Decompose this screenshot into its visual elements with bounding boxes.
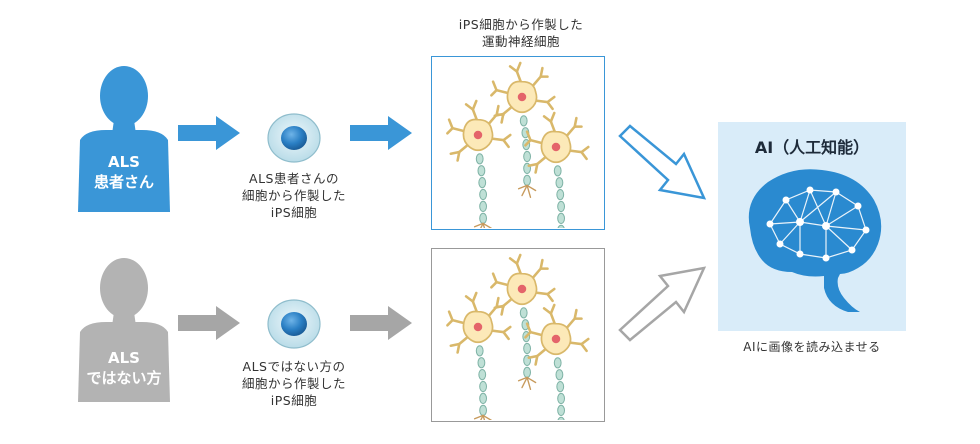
healthy-neuron-frame	[431, 248, 605, 441]
healthy-silhouette-icon	[78, 258, 170, 402]
outline-arrow-icon	[618, 124, 707, 200]
neuron-caption-line2: 運動神経細胞	[481, 34, 560, 49]
patient-label-line1: ALS	[108, 153, 140, 171]
healthy-label-line1: ALS	[108, 349, 140, 367]
right-arrow-icon	[350, 116, 412, 150]
healthy-label: ALS ではない方	[64, 348, 184, 388]
patient-label-line2: 患者さん	[93, 173, 154, 191]
ai-caption: AIに画像を読み込ませる	[743, 340, 881, 354]
neuron-icon	[446, 61, 590, 249]
outline-arrow-icon	[618, 266, 707, 342]
ips-cell-icon	[267, 113, 321, 163]
patient-silhouette-icon	[78, 66, 170, 212]
healthy-cell-caption-line2: 細胞から作製した	[241, 376, 346, 391]
brain-network-icon	[748, 169, 882, 312]
right-arrow-icon	[178, 306, 240, 340]
patient-neuron-frame	[431, 56, 605, 249]
patient-label: ALS 患者さん	[64, 152, 184, 192]
patient-cell-caption-line3: iPS細胞	[270, 205, 318, 220]
ips-cell-icon	[267, 299, 321, 349]
neuron-caption: iPS細胞から作製した 運動神経細胞	[434, 16, 608, 50]
patient-cell-caption-line2: 細胞から作製した	[241, 188, 346, 203]
right-arrow-icon	[178, 116, 240, 150]
ai-panel: AI（人工知能）	[718, 122, 906, 331]
healthy-cell-caption-line1: ALSではない方の	[242, 359, 346, 374]
patient-cell-caption: ALS患者さんの 細胞から作製した iPS細胞	[232, 170, 356, 221]
healthy-label-line2: ではない方	[86, 369, 162, 387]
ai-title: AI（人工知能）	[754, 138, 870, 157]
neuron-caption-line1: iPS細胞から作製した	[458, 17, 584, 32]
healthy-cell-caption-line3: iPS細胞	[270, 393, 318, 408]
neuron-icon	[446, 253, 590, 441]
patient-cell-caption-line1: ALS患者さんの	[249, 171, 339, 186]
healthy-cell-caption: ALSではない方の 細胞から作製した iPS細胞	[226, 358, 362, 409]
right-arrow-icon	[350, 306, 412, 340]
